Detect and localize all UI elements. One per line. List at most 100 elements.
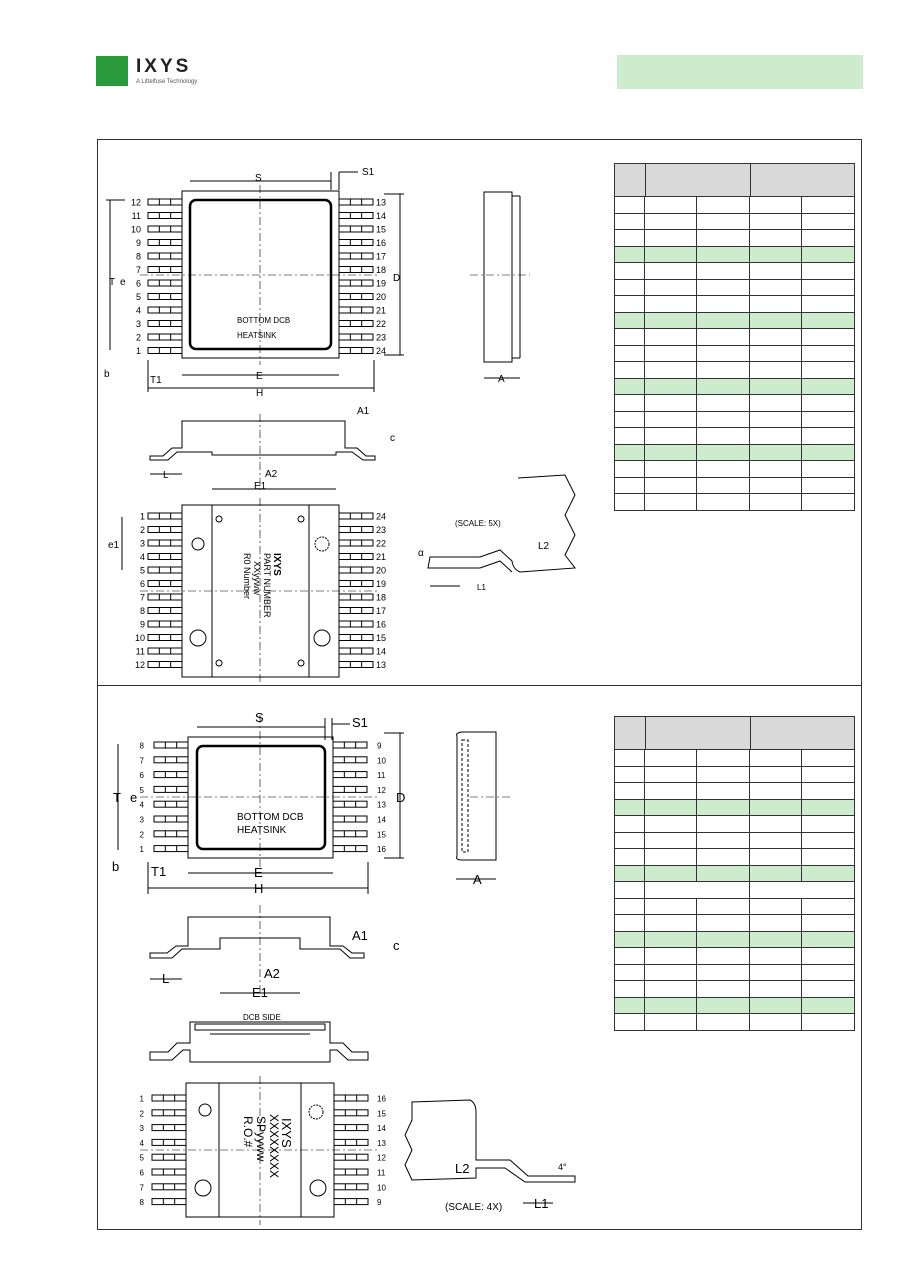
pkg1-top-body <box>181 190 340 359</box>
dimension-row <box>613 295 855 313</box>
lead-pin <box>147 333 183 341</box>
lead-pin <box>338 225 374 233</box>
lead-pin <box>338 620 374 628</box>
lead-pin <box>147 212 183 219</box>
lead-pin <box>338 306 374 314</box>
lead-pin <box>332 845 368 853</box>
lead-pin <box>147 512 183 520</box>
dimension-row <box>613 262 855 280</box>
dimension-row <box>613 278 855 296</box>
p1-dim-a: A <box>498 374 505 385</box>
lead-pin <box>338 661 374 668</box>
lead-pin <box>147 566 183 574</box>
dimension-row <box>613 765 855 783</box>
lead-pin <box>151 1198 187 1206</box>
p1-dim-l2: L2 <box>538 541 550 552</box>
lead-pin <box>147 293 183 300</box>
pin-number-label: 22 <box>376 539 386 549</box>
pin-number-label: 5 <box>140 786 145 795</box>
lead-pin <box>338 333 374 341</box>
pin-number-label: 4 <box>140 1139 145 1148</box>
pin-number-label: 10 <box>135 633 145 643</box>
p2-dim-a2: A2 <box>264 966 280 981</box>
lead-pin <box>332 771 368 779</box>
pin-number-label: 21 <box>376 552 386 562</box>
pin-number-label: 3 <box>136 319 141 329</box>
pkg1-lead-detail <box>427 474 576 573</box>
dimension-row <box>613 493 855 511</box>
pin-number-label: 20 <box>376 292 386 302</box>
pin-number-label: 15 <box>376 225 386 235</box>
p2-heatsink-line2: HEATSINK <box>237 825 287 836</box>
dimension-row <box>613 930 855 948</box>
pin-number-label: 8 <box>140 606 145 616</box>
lead-pin <box>147 647 183 655</box>
lead-pin <box>153 800 189 808</box>
pin-number-label: 21 <box>376 306 386 316</box>
pin-number-label: 24 <box>376 512 386 522</box>
p1-mark-line2: PART NUMBER <box>262 553 272 618</box>
p2-dim-l2: L2 <box>455 1161 469 1176</box>
logo-tagline: A Littelfuse Technology <box>136 79 198 85</box>
pkg1-front-profile <box>149 420 376 461</box>
pin-number-label: 14 <box>376 211 386 221</box>
pin-number-label: 6 <box>136 279 141 289</box>
pin-number-label: 8 <box>140 742 145 751</box>
dimension-row <box>613 344 855 362</box>
lead-pin <box>147 553 183 560</box>
p1-dim-l1: L1 <box>477 583 486 592</box>
pin-number-label: 15 <box>376 633 386 643</box>
lead-pin <box>147 661 183 668</box>
lead-pin <box>147 607 183 614</box>
p2-mark-line1: IXYS <box>279 1118 294 1148</box>
pin-number-label: 17 <box>376 252 386 262</box>
pin-number-label: 14 <box>377 1124 386 1133</box>
pin-number-label: 16 <box>376 620 386 630</box>
p1-dim-b: b <box>104 369 110 380</box>
p1-mark-line3: XXyyww <box>252 561 262 596</box>
lead-pin <box>151 1124 187 1132</box>
pin-number-label: 1 <box>140 845 145 854</box>
dimension-row <box>613 980 855 998</box>
lead-pin <box>147 593 183 601</box>
dimension-row <box>613 410 855 428</box>
dimension-row <box>613 914 855 932</box>
dimension-row <box>613 963 855 981</box>
p2-mark-line4: R.O.# <box>241 1116 255 1148</box>
lead-pin <box>147 266 183 273</box>
pin-number-label: 8 <box>136 252 141 262</box>
dimension-table-2 <box>614 716 855 750</box>
pin-number-label: 3 <box>140 539 145 549</box>
dimension-table-1 <box>614 163 855 197</box>
lead-pin <box>153 785 189 793</box>
lead-pin <box>338 607 374 614</box>
lead-pin <box>338 198 374 206</box>
pin-number-label: 23 <box>376 333 386 343</box>
lead-pin <box>147 634 183 641</box>
p2-dim-angle: 4° <box>558 1162 567 1172</box>
lead-pin <box>153 771 189 779</box>
pin-number-label: 22 <box>376 319 386 329</box>
p2-dim-l1: L1 <box>534 1196 548 1211</box>
pin-number-label: 23 <box>376 525 386 535</box>
pin-number-label: 10 <box>131 225 141 235</box>
lead-pin <box>147 347 183 354</box>
pkg2-side-body <box>456 731 497 861</box>
p1-dim-alpha: α <box>418 548 424 559</box>
lead-pin <box>338 320 374 327</box>
p2-dim-e: e <box>130 790 137 805</box>
p1-dim-s1: S1 <box>362 167 375 178</box>
lead-pin <box>333 1198 369 1206</box>
pkg2-dcb-side-profile <box>149 1021 369 1063</box>
lead-pin <box>332 830 368 838</box>
pin-number-label: 18 <box>376 265 386 275</box>
lead-pin <box>147 252 183 260</box>
lead-pin <box>338 526 374 533</box>
pin-number-label: 6 <box>140 579 145 589</box>
pin-number-label: 16 <box>376 238 386 248</box>
lead-pin <box>151 1168 187 1176</box>
dimension-table-1-rows <box>613 196 855 511</box>
p2-dim-e1: E1 <box>252 985 268 1000</box>
pin-number-label: 11 <box>132 211 141 221</box>
p2-dim-e-width: E <box>254 865 263 880</box>
